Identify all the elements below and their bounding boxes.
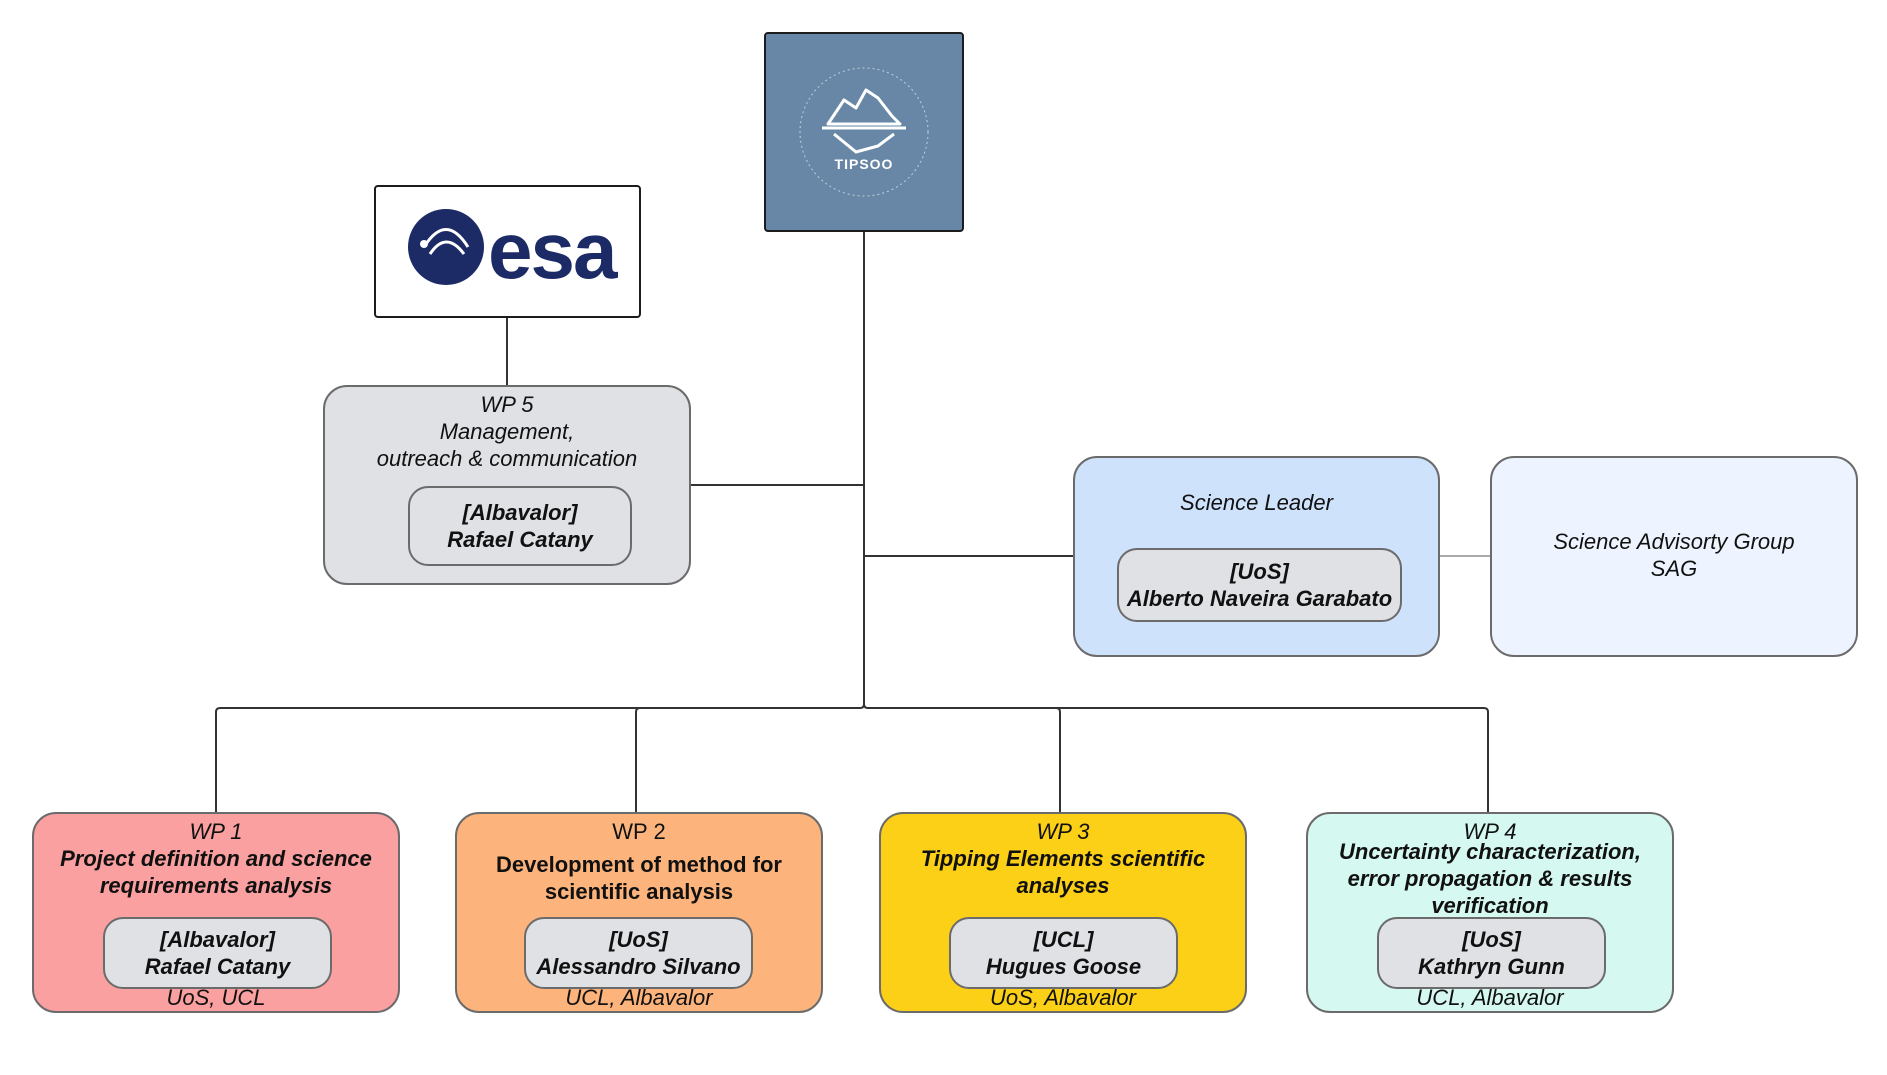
esa-logo: esa [374,185,641,318]
science-leader-org: [UoS] [1230,559,1289,584]
science-leader-title: Science Leader [1180,490,1333,515]
wp2-lead-person: Alessandro Silvano [536,954,741,979]
wp1-code: WP 1 [189,819,243,844]
iceberg-icon [799,67,929,197]
wp4-title-line1: Uncertainty characterization, [1339,839,1641,864]
wp5-title-line1: Management, [439,419,575,444]
wp4-lead-box: [UoS] Kathryn Gunn [1377,917,1606,989]
wp2-partners: UCL, Albavalor [565,985,713,1010]
esa-wordmark: esa [488,206,617,295]
wp3-lead-box: [UCL] Hugues Goose [949,917,1178,989]
wp1-lead-org: [Albavalor] [160,927,275,952]
wp1-title-line2: requirements analysis [99,873,333,898]
wp3-lead-person: Hugues Goose [985,954,1142,979]
wp3-title-line2: analyses [1016,873,1110,898]
wp3-code: WP 3 [1036,819,1090,844]
wp5-code: WP 5 [480,392,534,417]
sag-line1: Science Advisorty Group [1553,529,1795,554]
wp5-box: WP 5 Management, outreach & communicatio… [323,385,691,585]
connector-wp3 [1055,707,1061,812]
wp4-lead-person: Kathryn Gunn [1418,954,1565,979]
wp5-title-line2: outreach & communication [376,446,638,471]
science-leader-person: Alberto Naveira Garabato [1126,586,1393,611]
wp1-lead-box: [Albavalor] Rafael Catany [103,917,332,989]
wp1-lead-person: Rafael Catany [144,954,291,979]
connector-branch-left [215,700,865,812]
tipsoo-label: TIPSOO [834,156,894,172]
wp5-lead-org: [Albavalor] [462,500,578,525]
wp2-title-line2: scientific analysis [544,879,734,904]
science-leader-lead-box: [UoS] Alberto Naveira Garabato [1117,548,1402,622]
wp3-lead-org: [UCL] [1033,927,1094,952]
wp2-code: WP 2 [612,819,666,844]
wp2-lead-org: [UoS] [609,927,668,952]
wp1-box: WP 1 Project definition and science requ… [32,812,400,1013]
wp5-lead-person: Rafael Catany [447,527,593,552]
wp5-lead-box: [Albavalor] Rafael Catany [408,486,632,566]
wp3-box: WP 3 Tipping Elements scientific analyse… [879,812,1247,1013]
wp3-title-line1: Tipping Elements scientific [920,846,1206,871]
wp4-partners: UCL, Albavalor [1416,985,1564,1010]
wp2-lead-box: [UoS] Alessandro Silvano [524,917,753,989]
wp2-title-line1: Development of method for [495,852,782,877]
esa-emblem-icon [408,209,484,285]
connector-branch-right [863,700,1489,812]
wp1-title-line1: Project definition and science [60,846,372,871]
connector-wp2 [635,707,641,812]
wp1-partners: UoS, UCL [166,985,266,1010]
wp4-title-line3: verification [1431,893,1549,918]
wp3-partners: UoS, Albavalor [990,985,1136,1010]
wp4-lead-org: [UoS] [1462,927,1521,952]
wp4-box: WP 4 Uncertainty characterization, error… [1306,812,1674,1013]
tipsoo-logo: TIPSOO [764,32,964,232]
wp4-title-line2: error propagation & results [1347,866,1633,891]
wp2-box: WP 2 Development of method for scientifi… [455,812,823,1013]
sag-line2: SAG [1650,556,1698,581]
science-leader-box: Science Leader [UoS] Alberto Naveira Gar… [1073,456,1440,657]
wp4-code: WP 4 [1463,819,1517,844]
sag-box: Science Advisorty Group SAG [1490,456,1858,657]
